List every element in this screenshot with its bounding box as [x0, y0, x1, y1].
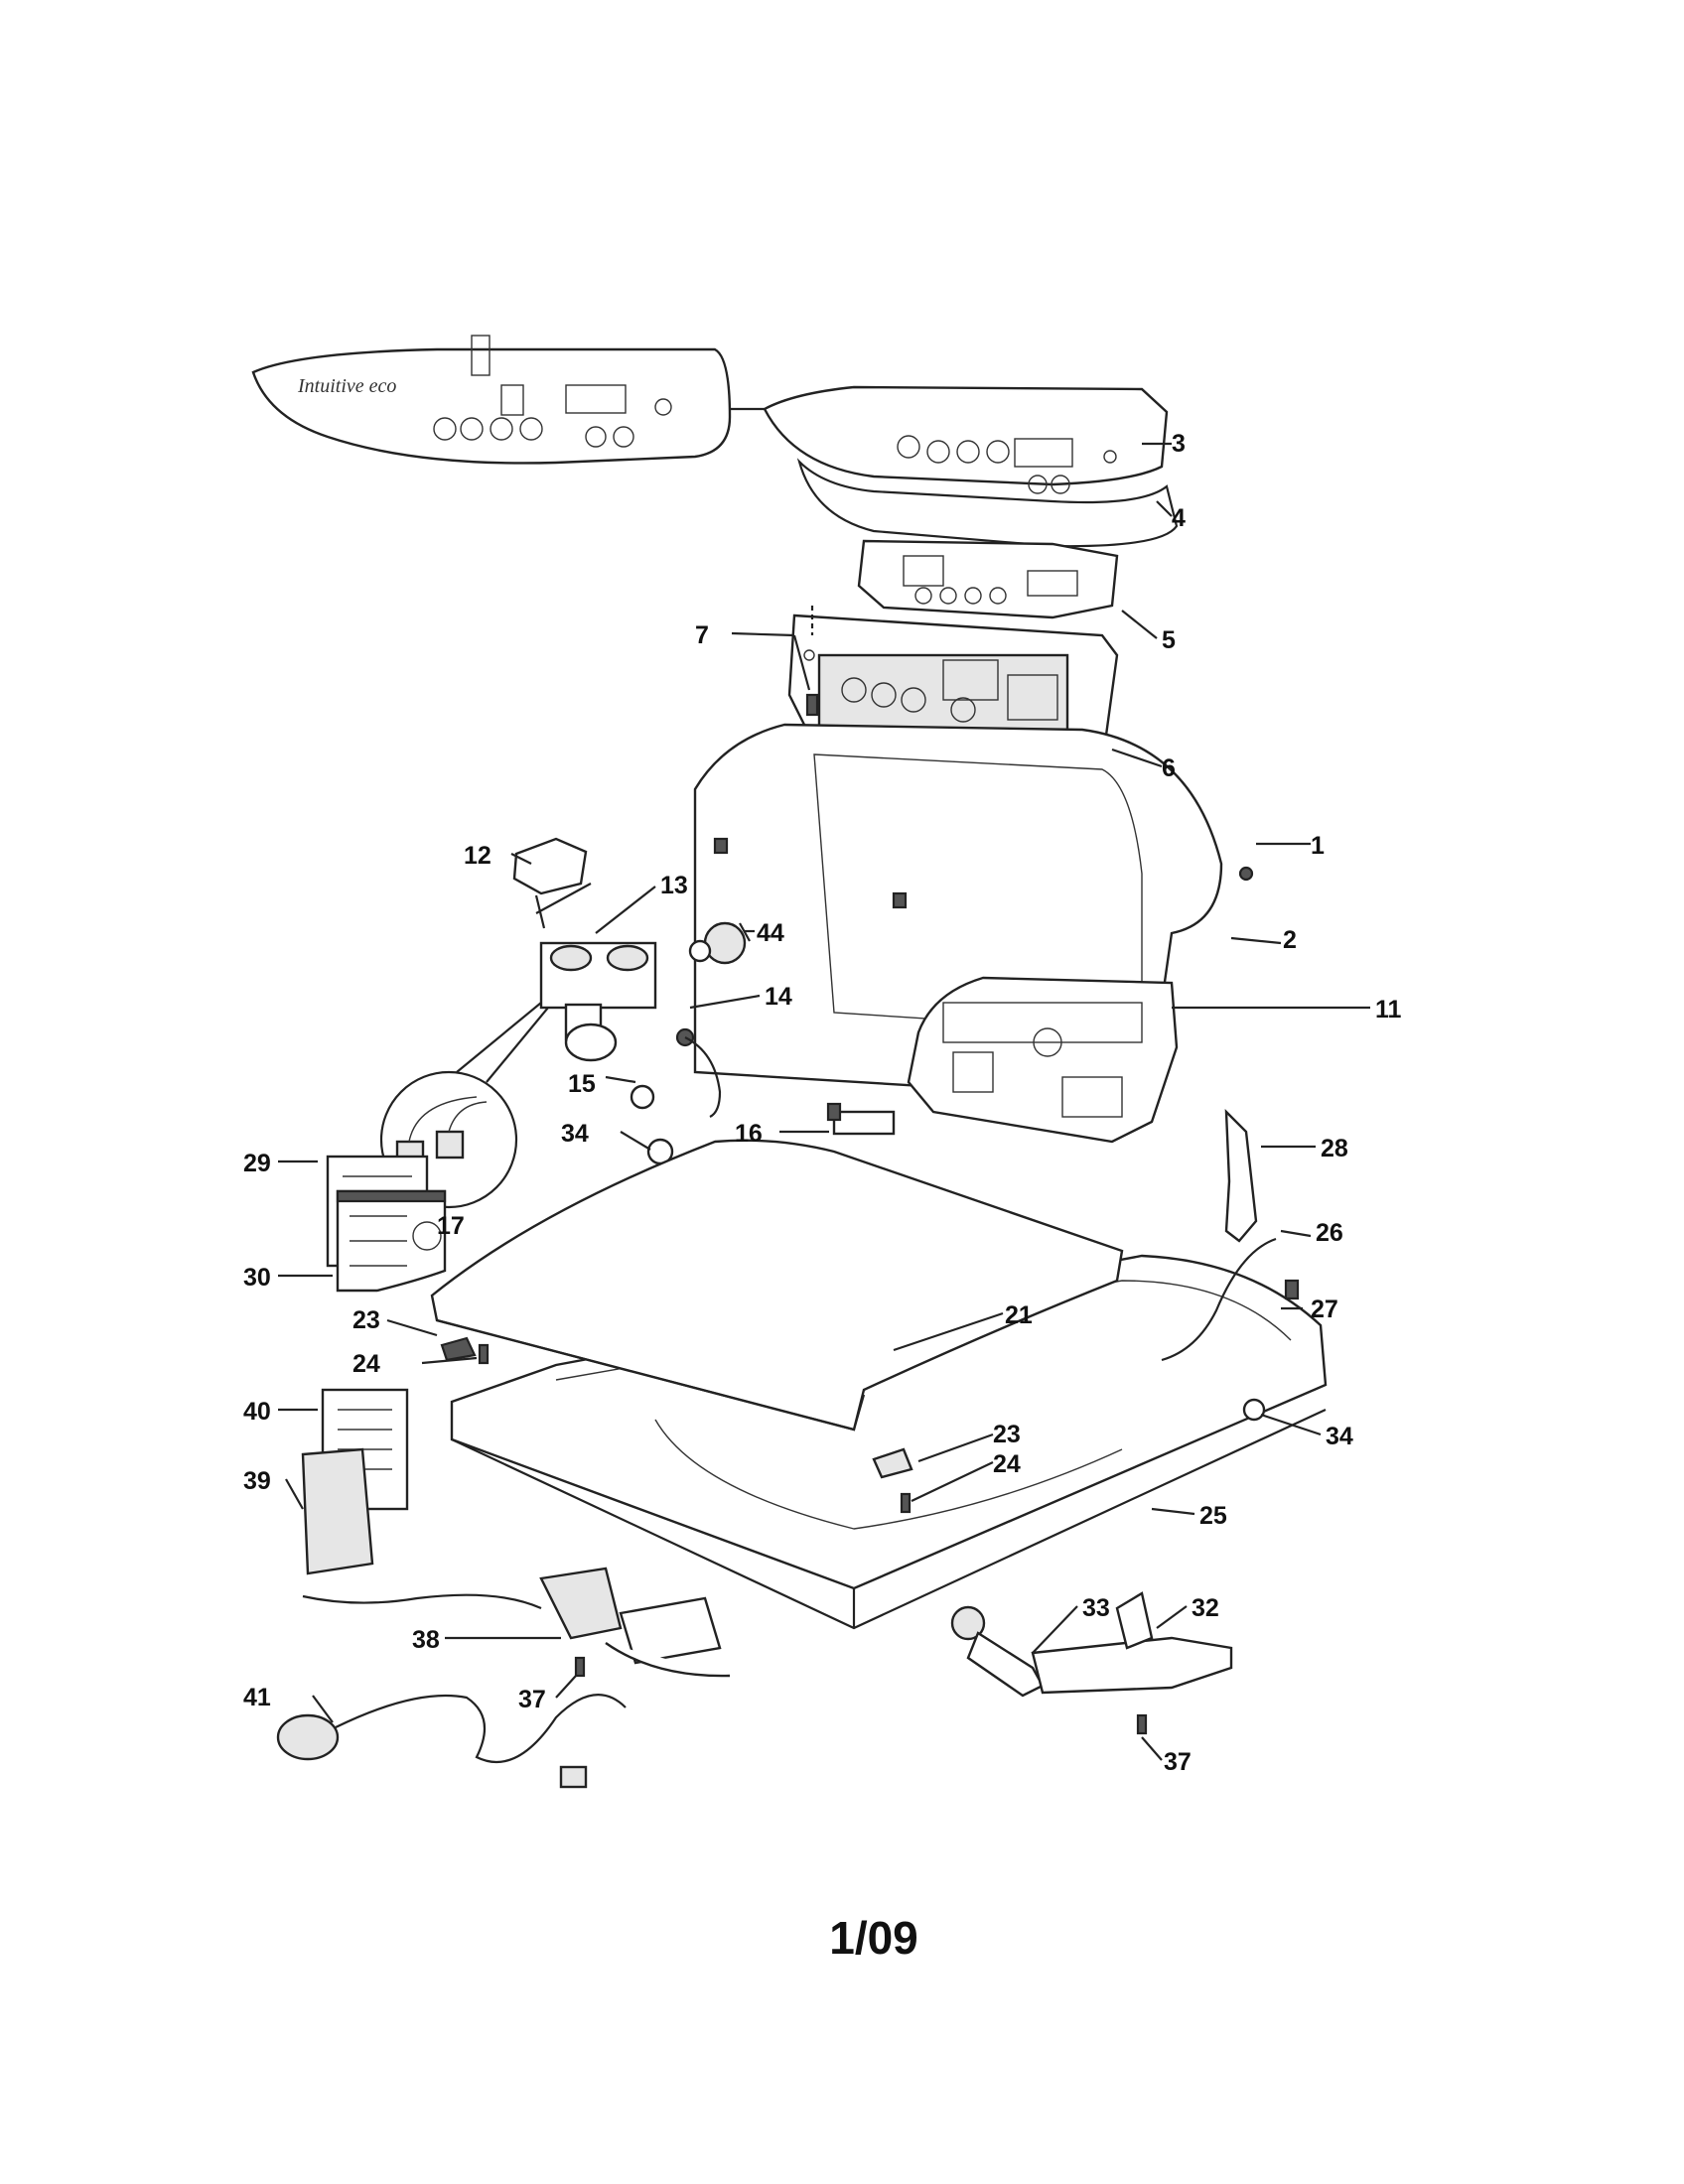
part-1-screw	[1238, 866, 1254, 882]
part-44-inlet-screens	[688, 921, 747, 965]
part-13-water-valve	[539, 941, 657, 1062]
label-3: 3	[1172, 430, 1186, 458]
part-39-bag	[301, 1447, 374, 1575]
part-37-screw-left	[574, 1656, 586, 1678]
label-28: 28	[1321, 1135, 1348, 1162]
label-24a: 24	[352, 1350, 380, 1378]
label-34b: 34	[1326, 1423, 1353, 1450]
label-24b: 24	[993, 1450, 1021, 1478]
part-12-valve-bracket	[512, 837, 588, 929]
part-6-control-board	[787, 614, 1119, 766]
part-33-hose	[950, 1605, 1045, 1698]
part-25-top-cover	[450, 1254, 1328, 1630]
label-15: 15	[568, 1070, 596, 1098]
label-1: 1	[1311, 832, 1325, 860]
part-17-wire-connectors	[379, 1002, 549, 1209]
part-26-wire-harness	[1161, 1237, 1277, 1362]
panel-overlay-graphic: Intuitive eco	[251, 335, 765, 465]
label-44: 44	[757, 919, 784, 947]
overlay-brand-text: Intuitive eco	[297, 375, 396, 397]
label-11: 11	[1375, 996, 1402, 1024]
label-2: 2	[1283, 926, 1297, 954]
part-41-power-cord	[276, 1694, 627, 1789]
label-23b: 23	[993, 1421, 1021, 1448]
label-37b: 37	[1164, 1748, 1192, 1776]
part-7-screw	[805, 606, 819, 717]
part-27-clip	[1284, 1279, 1300, 1300]
part-34-bumper-right	[1242, 1398, 1266, 1422]
part-3-console-overlay	[763, 385, 1169, 494]
part-28-hinge-bracket	[1224, 1108, 1258, 1243]
part-5-keypad	[857, 539, 1119, 619]
part-16-lid-lock	[826, 1102, 896, 1136]
part-30-literature	[336, 1189, 447, 1293]
label-14: 14	[765, 983, 792, 1011]
label-34a: 34	[561, 1120, 589, 1148]
label-4: 4	[1172, 504, 1186, 532]
part-11-control-module	[907, 976, 1179, 1144]
label-21: 21	[1005, 1301, 1033, 1329]
label-13: 13	[660, 872, 688, 899]
label-7: 7	[695, 621, 709, 649]
label-12: 12	[464, 842, 491, 870]
label-33: 33	[1082, 1594, 1110, 1622]
part-37-screw-right	[1136, 1713, 1148, 1735]
part-4-gasket	[796, 458, 1179, 548]
part-38-harness-assembly	[302, 1567, 731, 1678]
label-40: 40	[243, 1398, 271, 1426]
leader-lines	[278, 442, 1370, 1761]
label-16: 16	[735, 1120, 763, 1148]
part-24-screws	[478, 1343, 912, 1514]
label-30: 30	[243, 1264, 271, 1292]
label-5: 5	[1162, 626, 1176, 654]
label-26: 26	[1316, 1219, 1343, 1247]
part-23-lid-bumpers	[440, 1336, 913, 1479]
page-number: 1/09	[829, 1912, 918, 1964]
label-32: 32	[1192, 1594, 1219, 1622]
part-15-washer	[630, 1084, 655, 1110]
label-37a: 37	[518, 1686, 546, 1713]
callout-labels: 3 4 5 7 6 1 2 12 13 44 14 11 15 16 17 34…	[243, 430, 1402, 1776]
part-32-fill-tube	[1031, 1591, 1233, 1695]
part-21-lid	[430, 1139, 1124, 1432]
label-6: 6	[1162, 754, 1176, 782]
label-27: 27	[1311, 1296, 1338, 1323]
label-29: 29	[243, 1150, 271, 1177]
label-41: 41	[243, 1684, 271, 1711]
label-38: 38	[412, 1626, 440, 1654]
label-17: 17	[437, 1212, 465, 1240]
label-39: 39	[243, 1467, 271, 1495]
label-25: 25	[1199, 1502, 1227, 1530]
part-14-sensor-harness	[675, 1027, 722, 1118]
label-23a: 23	[352, 1306, 380, 1334]
